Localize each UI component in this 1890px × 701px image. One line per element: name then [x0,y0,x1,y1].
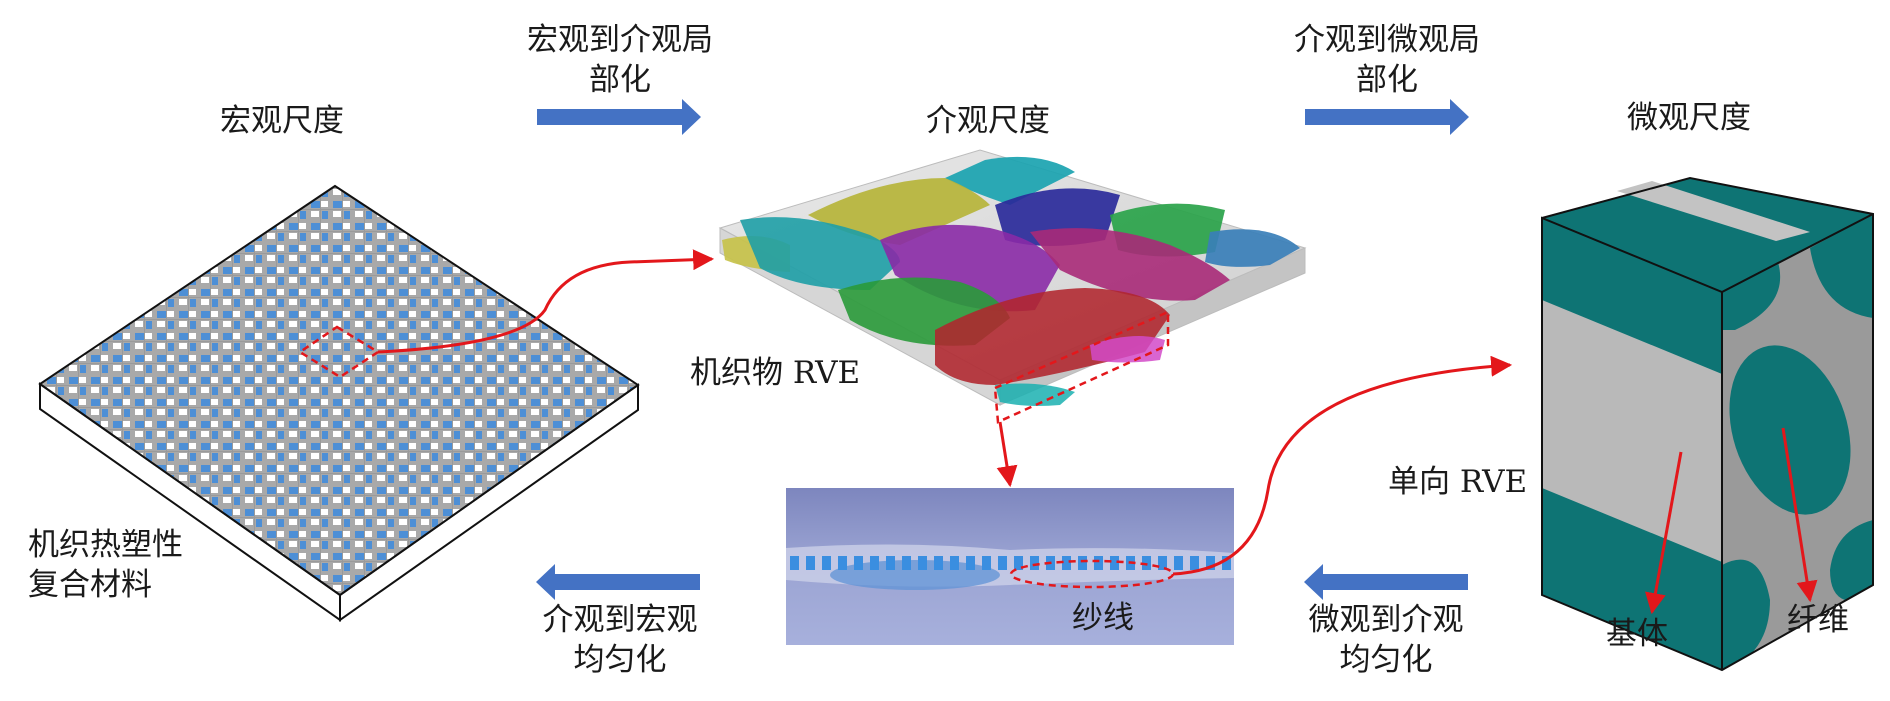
red-connectors [377,249,1818,615]
connector-rve-to-photo [996,421,1018,488]
fiber-top-left [1722,262,1781,330]
label-meso-to-micro-line1: 介观到微观局 [1294,22,1480,58]
fiber-bottom-left [1722,559,1770,670]
fiber-top-right [1810,214,1873,318]
arrow-meso-to-micro [1305,99,1469,135]
fiber-bottom-right [1830,520,1873,600]
label-meso-to-micro: 介观到微观局 部化 [1267,20,1507,100]
label-woven-rve: 机织物 RVE [690,355,861,391]
unidirectional-rve-block [1541,176,1874,672]
connector-macro-to-rve [377,249,715,354]
yarn-teal-bottom [995,383,1075,406]
meso-scale-title: 介观尺度 [926,103,1050,139]
yarn-yellow [808,178,990,245]
label-meso-to-macro-line1: 介观到宏观 [542,602,698,638]
yarn-teal-back [945,156,1075,205]
ud-top-matrix-band [1617,181,1810,241]
label-micro-to-meso-line2: 均匀化 [1339,642,1433,678]
micro-scale-title: 微观尺度 [1627,100,1751,136]
label-macro-to-meso-line2: 部化 [589,62,651,98]
arrow-meso-to-macro [536,564,700,600]
label-micro-to-meso-line1: 微观到介观 [1308,602,1464,638]
ud-top-face [1542,178,1873,292]
label-yarn: 纱线 [1072,600,1134,636]
yarn-magenta [1030,228,1230,301]
blue-arrows [536,99,1469,600]
label-matrix: 基体 [1606,616,1668,652]
macro-scale-title: 宏观尺度 [220,103,344,139]
pointer-matrix [1645,451,1683,615]
arrow-macro-to-meso [537,99,701,135]
yarn-teal-left [740,217,900,290]
arrow-micro-to-meso [1304,564,1468,600]
yarn-micrograph [786,488,1234,645]
label-meso-to-macro-line2: 均匀化 [573,642,667,678]
label-macro-to-meso-line1: 宏观到介观局 [527,22,713,58]
label-woven-composite-line1: 机织热塑性 [28,527,183,563]
pointer-fiber [1781,427,1818,603]
ud-front-matrix-band [1542,300,1722,562]
woven-rve-model [718,149,1307,424]
label-fiber: 纤维 [1787,602,1849,638]
label-macro-to-meso: 宏观到介观局 部化 [500,20,740,100]
rve-selection-box [993,310,1170,424]
label-ud-rve: 单向 RVE [1388,464,1528,500]
label-meso-to-macro: 介观到宏观 均匀化 [520,600,720,680]
connector-photo-to-ud [1172,355,1513,576]
label-woven-composite: 机织热塑性 复合材料 [28,525,183,605]
label-woven-composite-line2: 复合材料 [28,567,152,603]
label-meso-to-micro-line2: 部化 [1356,62,1418,98]
fiber-center [1729,345,1851,515]
label-micro-to-meso: 微观到介观 均匀化 [1286,600,1486,680]
yarn-blue-right [1205,229,1300,267]
